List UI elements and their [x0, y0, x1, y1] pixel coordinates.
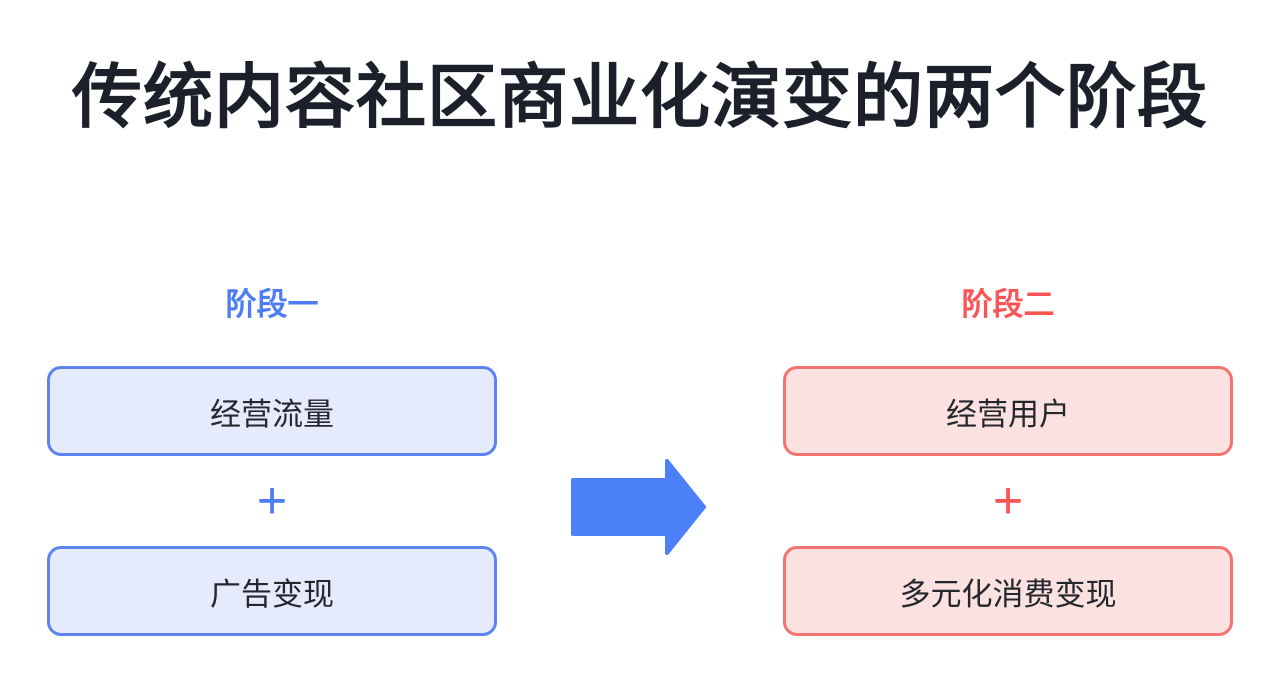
stage-one-section: 阶段一 经营流量 + 广告变现 [47, 288, 497, 636]
user-operation-box: 经营用户 [783, 366, 1233, 456]
stage-one-label: 阶段一 [225, 287, 319, 322]
traffic-operation-box: 经营流量 [47, 366, 497, 456]
plus-icon: + [256, 472, 288, 530]
ad-monetization-box: 广告变现 [47, 546, 497, 636]
diversified-monetization-box: 多元化消费变现 [783, 546, 1233, 636]
page-title: 传统内容社区商业化演变的两个阶段 [72, 58, 1208, 136]
plus-icon: + [992, 472, 1024, 530]
stage-two-section: 阶段二 经营用户 + 多元化消费变现 [783, 288, 1233, 636]
right-arrow-icon [571, 457, 708, 557]
stage-two-label: 阶段二 [961, 287, 1055, 322]
